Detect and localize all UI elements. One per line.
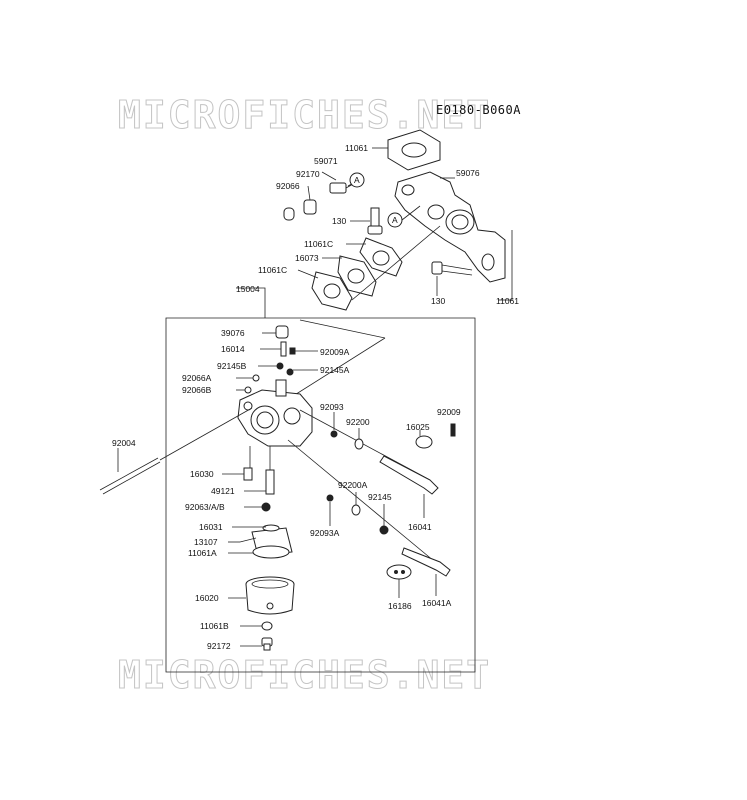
label-39076: 39076 bbox=[221, 328, 245, 338]
label-92200A: 92200A bbox=[338, 480, 368, 490]
bolt-130-long bbox=[431, 261, 473, 276]
throttle-plate-16025 bbox=[415, 435, 433, 449]
label-16031: 16031 bbox=[199, 522, 223, 532]
ref-marker-a-manifold: A bbox=[387, 212, 403, 228]
label-92145: 92145 bbox=[368, 492, 392, 502]
bolt-92172 bbox=[261, 637, 273, 651]
label-92066A: 92066A bbox=[182, 373, 212, 383]
washer-92200A bbox=[351, 504, 361, 516]
bolt-130-left bbox=[367, 207, 383, 235]
label-11061C-b: 11061C bbox=[258, 265, 287, 275]
watermark-bottom: MICROFICHES.NET bbox=[118, 653, 491, 697]
jet-92063 bbox=[261, 502, 271, 512]
svg-text:A: A bbox=[392, 215, 398, 225]
diagram-code: E0180-B060A bbox=[436, 103, 521, 117]
plug-92066A bbox=[252, 374, 260, 382]
label-92170: 92170 bbox=[296, 169, 320, 179]
choke-plate-16186 bbox=[386, 564, 412, 580]
label-13107: 13107 bbox=[194, 537, 218, 547]
label-92145A: 92145A bbox=[320, 365, 350, 375]
label-92093A: 92093A bbox=[310, 528, 340, 538]
cap-39076 bbox=[275, 325, 289, 339]
choke-shaft-16041A bbox=[401, 547, 451, 577]
label-16030: 16030 bbox=[190, 469, 214, 479]
label-92009: 92009 bbox=[437, 407, 461, 417]
spacer-16073 bbox=[337, 255, 377, 297]
watermark-top: MICROFICHES.NET bbox=[118, 93, 491, 137]
label-11061C-a: 11061C bbox=[304, 239, 333, 249]
label-11061B: 11061B bbox=[200, 621, 229, 631]
float-bowl-16020 bbox=[245, 576, 295, 615]
screw-16014 bbox=[280, 341, 287, 357]
gasket-11061-top bbox=[387, 129, 441, 171]
label-11061-right: 11061 bbox=[496, 296, 519, 306]
label-92172: 92172 bbox=[207, 641, 231, 651]
svg-text:A: A bbox=[354, 175, 360, 185]
label-16073: 16073 bbox=[295, 253, 319, 263]
spring-92145A bbox=[286, 368, 294, 376]
gasket-11061C-b bbox=[311, 271, 353, 311]
screw-92009 bbox=[450, 423, 456, 437]
label-16020: 16020 bbox=[195, 593, 219, 603]
label-15004: 15004 bbox=[236, 284, 260, 294]
screw-92009A bbox=[289, 347, 296, 355]
label-92066B: 92066B bbox=[182, 385, 212, 395]
washer-11061B bbox=[261, 621, 273, 631]
label-11061A: 11061A bbox=[188, 548, 217, 558]
label-16014: 16014 bbox=[221, 344, 245, 354]
washer-92200 bbox=[354, 438, 364, 450]
label-11061-top: 11061 bbox=[345, 143, 368, 153]
jet-16030 bbox=[243, 467, 253, 481]
label-92004: 92004 bbox=[112, 438, 136, 448]
nozzle-49121 bbox=[265, 469, 275, 495]
carburetor-body bbox=[237, 379, 313, 447]
label-130-left: 130 bbox=[332, 216, 346, 226]
gasket-11061A bbox=[252, 545, 290, 559]
label-92200: 92200 bbox=[346, 417, 370, 427]
label-59071: 59071 bbox=[314, 156, 338, 166]
spring-92145 bbox=[379, 525, 389, 535]
label-16041: 16041 bbox=[408, 522, 432, 532]
stud-92004 bbox=[99, 457, 161, 495]
label-49121: 49121 bbox=[211, 486, 235, 496]
label-92093: 92093 bbox=[320, 402, 344, 412]
clamp-92170 bbox=[303, 199, 317, 215]
label-16025: 16025 bbox=[406, 422, 430, 432]
pin-13107 bbox=[239, 537, 257, 543]
label-92063: 92063/A/B bbox=[185, 502, 225, 512]
seal-92093 bbox=[330, 430, 338, 438]
ref-marker-a-top: A bbox=[349, 172, 365, 188]
label-92009A: 92009A bbox=[320, 347, 350, 357]
assembly-frame bbox=[165, 317, 476, 673]
label-16186: 16186 bbox=[388, 601, 412, 611]
label-16041A: 16041A bbox=[422, 598, 452, 608]
label-92145B: 92145B bbox=[217, 361, 247, 371]
label-59076: 59076 bbox=[456, 168, 480, 178]
seal-92093A bbox=[326, 494, 334, 502]
spring-92145B bbox=[276, 362, 284, 370]
cap-92066 bbox=[283, 207, 295, 221]
label-130-bottom: 130 bbox=[431, 296, 445, 306]
throttle-shaft-16041 bbox=[379, 455, 439, 495]
label-92066: 92066 bbox=[276, 181, 300, 191]
plug-92066B bbox=[244, 386, 252, 394]
intake-manifold-59076 bbox=[394, 171, 506, 283]
